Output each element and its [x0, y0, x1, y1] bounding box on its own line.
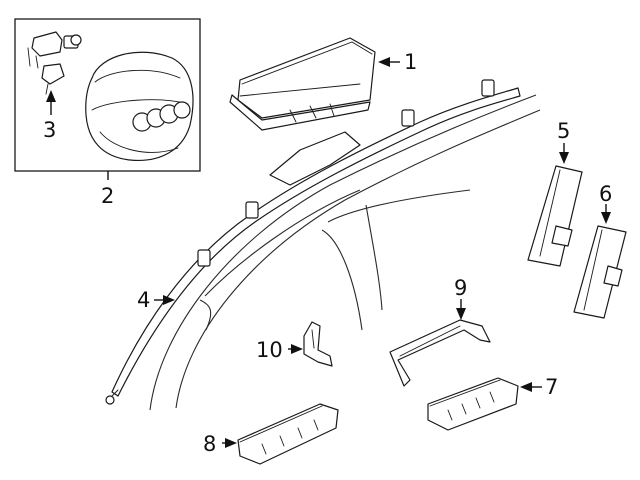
passenger-airbag [229, 37, 376, 131]
callout-number-3: 3 [43, 118, 56, 142]
control-module-left [237, 403, 339, 465]
callout-number-5: 5 [557, 119, 570, 143]
vehicle-body-outline [149, 94, 541, 411]
side-airbag-front [527, 165, 583, 267]
part-3-connector [27, 31, 82, 95]
callout-number-1: 1 [404, 50, 417, 74]
callout-10: 10 [256, 338, 303, 362]
callout-8: 8 [203, 432, 237, 456]
callout-6: 6 [599, 182, 612, 224]
curtain-airbag [105, 79, 521, 405]
callout-number-2: 2 [101, 184, 114, 208]
callout-7: 7 [520, 375, 558, 399]
side-airbag-rear [573, 225, 627, 319]
callout-3: 3 [43, 90, 56, 142]
control-module-right [427, 377, 519, 431]
callout-1: 1 [378, 50, 417, 74]
callout-number-7: 7 [545, 375, 558, 399]
sensor-bracket [303, 321, 333, 367]
callout-5: 5 [557, 119, 570, 164]
callout-9: 9 [454, 276, 467, 320]
callout-number-8: 8 [203, 432, 216, 456]
callout-number-6: 6 [599, 182, 612, 206]
module-bracket [389, 319, 491, 387]
callout-number-4: 4 [137, 288, 150, 312]
callout-2: 2 [101, 171, 114, 208]
callout-number-9: 9 [454, 276, 467, 300]
callout-4: 4 [137, 288, 175, 312]
steering-airbag-module [85, 51, 194, 162]
callout-number-10: 10 [256, 338, 283, 362]
